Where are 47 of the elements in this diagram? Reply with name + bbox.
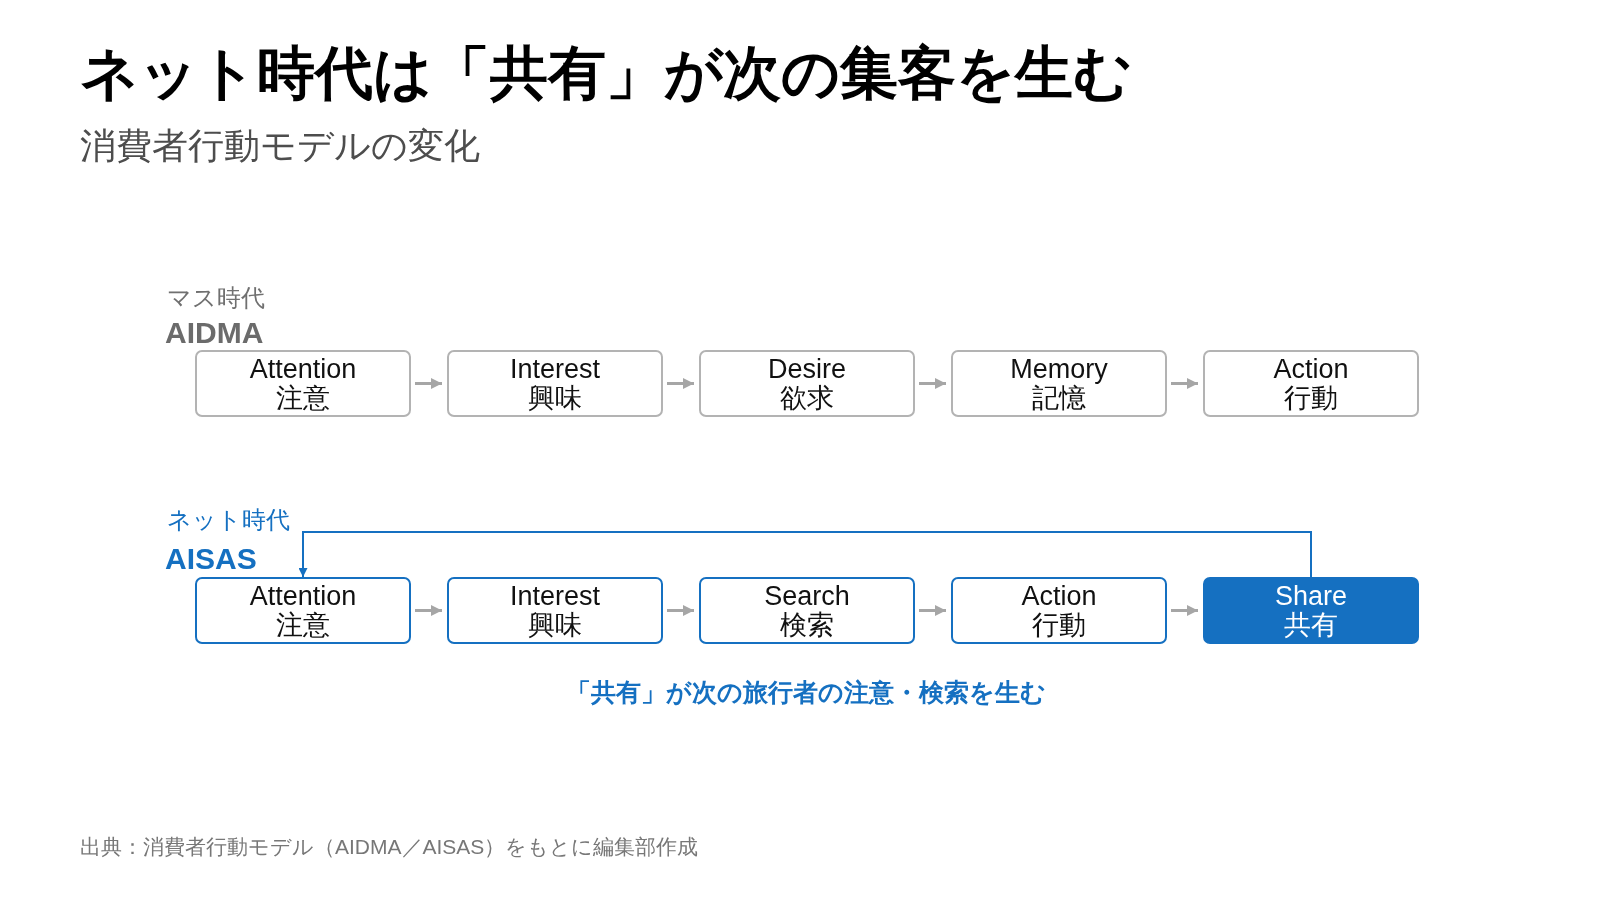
stage-name: Search — [764, 581, 850, 611]
era-label: マス時代 — [167, 283, 265, 313]
stage-name: Desire — [768, 354, 846, 384]
process-box — [1203, 577, 1419, 644]
note-text: 「共有」が次の旅行者の注意・検索を生む — [565, 677, 1047, 708]
stage-name: Attention — [249, 354, 357, 384]
stage-name: Action — [1021, 581, 1097, 611]
arrow — [919, 605, 946, 616]
process-box — [447, 577, 663, 644]
stage-name: Interest — [509, 581, 600, 611]
stage-translation: 興味 — [528, 610, 582, 640]
stage-translation: 興味 — [528, 383, 582, 413]
arrow — [415, 378, 442, 389]
process-box — [447, 350, 663, 417]
arrow — [415, 605, 442, 616]
stage-translation: 共有 — [1284, 610, 1338, 640]
stage-name: Interest — [509, 354, 600, 384]
stage-translation: 検索 — [780, 610, 834, 640]
stage-translation: 行動 — [1284, 383, 1338, 413]
subtitle: 消費者行動モデルの変化 — [80, 124, 480, 168]
source-note: 出典：消費者行動モデル（AIDMA／AISAS）をもとに編集部作成 — [80, 834, 699, 860]
stage-translation: 記憶 — [1032, 383, 1086, 413]
process-box — [699, 577, 915, 644]
process-box — [195, 350, 411, 417]
stage-name: Memory — [1010, 354, 1108, 384]
page-title: ネット時代は「共有」が次の集客を生む — [80, 39, 1132, 107]
stage-name: Attention — [249, 581, 357, 611]
stage-translation: 行動 — [1032, 610, 1086, 640]
arrow — [1171, 605, 1198, 616]
process-box — [1203, 350, 1419, 417]
arrow — [1171, 378, 1198, 389]
process-box — [951, 577, 1167, 644]
model-name: AISAS — [165, 542, 257, 577]
arrow — [667, 605, 694, 616]
stage-translation: 注意 — [276, 383, 330, 413]
elbow-arrow — [298, 531, 1312, 578]
stage-translation: 欲求 — [780, 383, 834, 413]
arrow — [919, 378, 946, 389]
arrow — [667, 378, 694, 389]
process-box — [699, 350, 915, 417]
process-box — [195, 577, 411, 644]
stage-translation: 注意 — [276, 610, 330, 640]
stage-name: Share — [1274, 581, 1348, 611]
stage-name: Action — [1273, 354, 1349, 384]
model-name: AIDMA — [165, 316, 264, 351]
process-box — [951, 350, 1167, 417]
era-label: ネット時代 — [167, 505, 290, 535]
